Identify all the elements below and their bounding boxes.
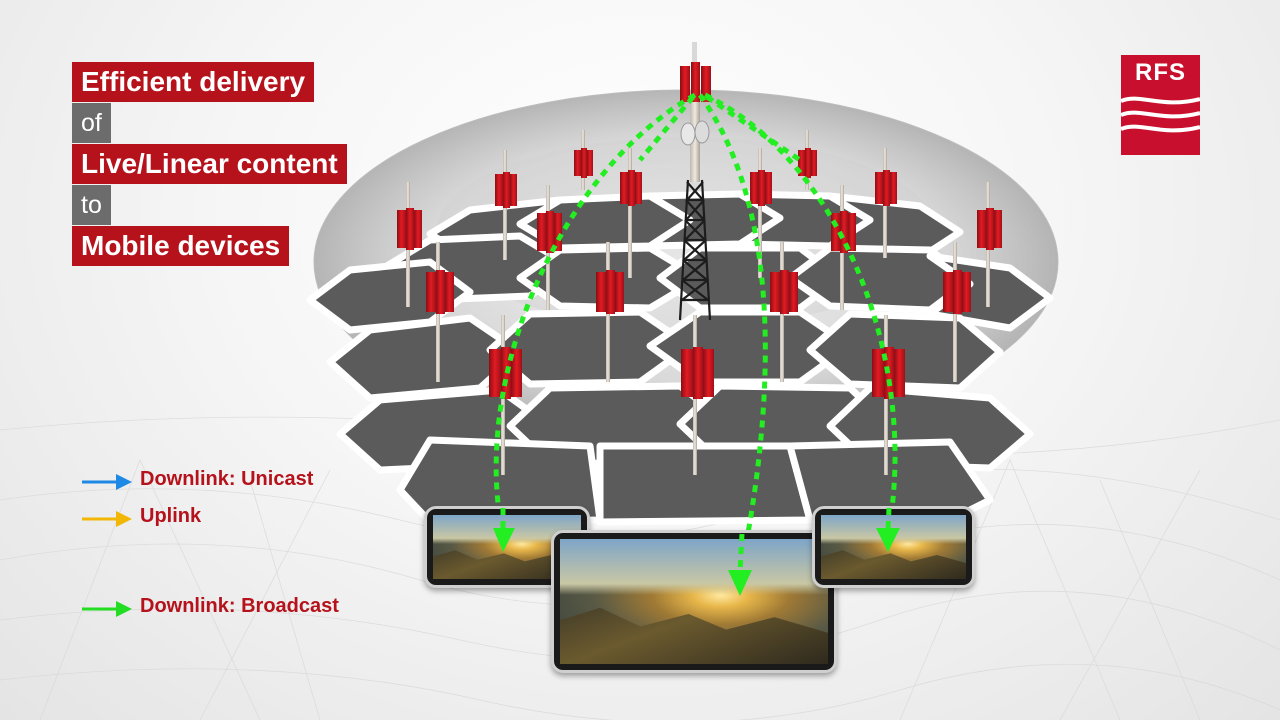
phone-screen	[821, 515, 966, 579]
rfs-logo: RFS	[1121, 55, 1200, 155]
cell-tower	[770, 242, 798, 382]
green-arrow-icon	[82, 601, 132, 617]
cell-tower	[620, 148, 642, 278]
broadcast-arrow-far-left	[638, 95, 695, 162]
title-line-5: Mobile devices	[72, 226, 290, 266]
yellow-arrow-icon	[82, 511, 132, 527]
arrowhead-left	[493, 528, 515, 552]
cell-tower	[495, 150, 517, 260]
cell-tower	[943, 242, 971, 382]
cell-tower	[798, 130, 817, 190]
cell-tower	[397, 182, 422, 307]
legend-label-unicast: Downlink: Unicast	[140, 468, 314, 490]
arrowhead-right	[876, 528, 900, 552]
broadcast-arrows	[493, 92, 898, 576]
cell-tower	[596, 242, 624, 382]
cell-tower	[537, 185, 562, 310]
blue-arrow-icon	[82, 474, 132, 490]
phone-center	[551, 530, 837, 673]
cell-tower	[977, 182, 1002, 307]
broadcast-arrow-center	[697, 93, 768, 576]
broadcast-arrow-right	[703, 92, 898, 536]
title-line-4: to	[72, 185, 111, 225]
cell-tower-masts	[397, 130, 1002, 475]
legend-label-broadcast: Downlink: Broadcast	[140, 595, 339, 617]
title-line-2: of	[72, 103, 111, 143]
logo-text: RFS	[1135, 59, 1186, 86]
cell-tower	[681, 315, 714, 475]
title-line-1: Efficient delivery	[72, 62, 315, 102]
arrowhead-center	[728, 570, 752, 596]
main-broadcast-tower	[678, 42, 712, 321]
hex-cell-grid	[306, 190, 1054, 526]
cell-tower	[831, 185, 856, 310]
title-line-3: Live/Linear content	[72, 144, 347, 184]
cell-tower	[875, 148, 897, 258]
phone-right	[812, 506, 975, 588]
logo-waves-icon	[1121, 96, 1200, 133]
cell-tower	[574, 130, 593, 190]
broadcast-arrow-left	[493, 92, 697, 536]
title-block: Efficient delivery of Live/Linear conten…	[72, 62, 347, 267]
phone-screen	[560, 539, 828, 664]
cell-tower	[750, 148, 772, 278]
cell-tower	[426, 242, 454, 382]
broadcast-arrow-far-right	[705, 94, 802, 163]
legend-label-uplink: Uplink	[140, 505, 202, 527]
